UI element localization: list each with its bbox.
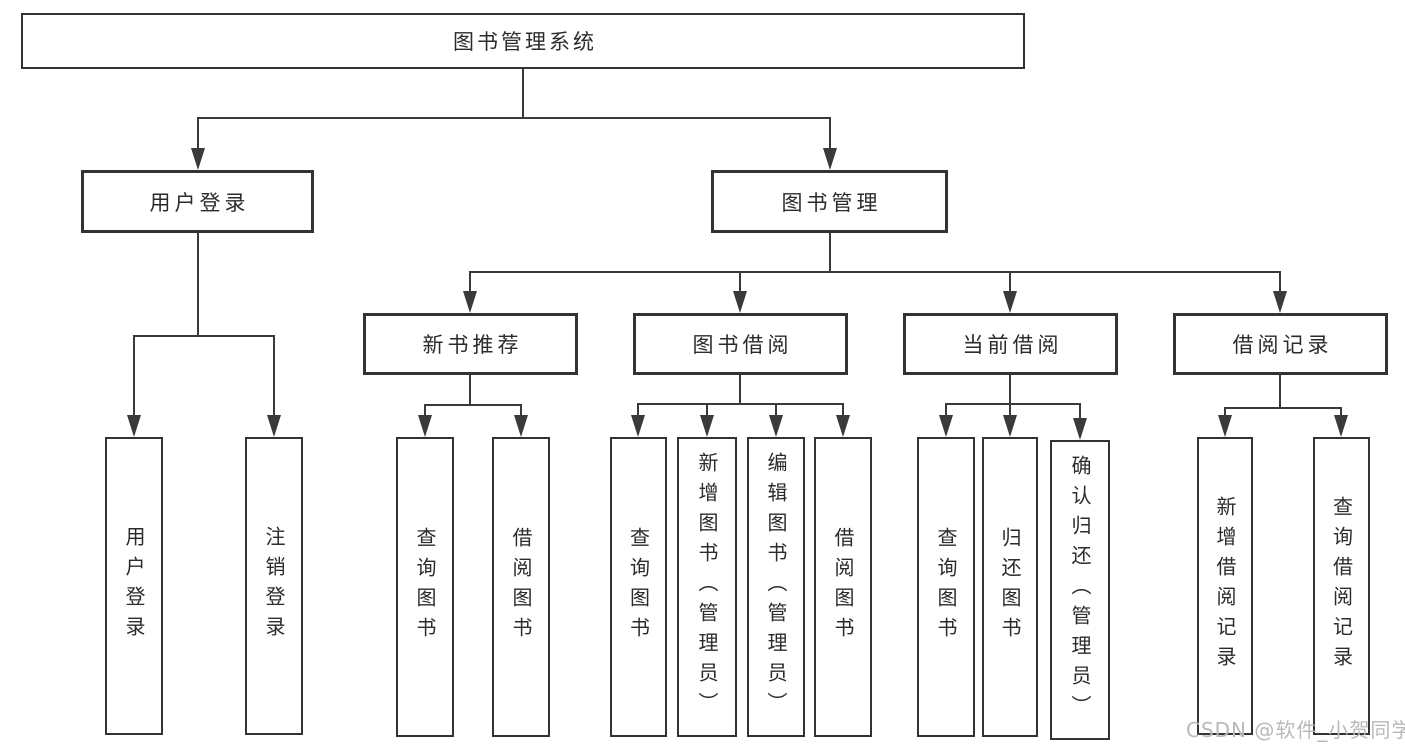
node-book-borrow: 图书借阅 [633,313,848,375]
leaf-borrow-books-recommend-label: 借阅图书 [509,527,533,647]
connector-new-book-recommend-children [418,375,528,437]
node-borrow-records: 借阅记录 [1173,313,1388,375]
leaf-edit-book-admin-label: 编辑图书（管理员） [764,452,788,722]
leaf-query-books-borrow-label: 查询图书 [626,527,651,647]
node-new-book-recommend: 新书推荐 [363,313,578,375]
node-user-login-label: 用户登录 [149,190,250,215]
leaf-confirm-return-admin-label: 确认归还（管理员） [1068,455,1092,725]
node-root-label: 图书管理系统 [453,30,597,54]
leaf-return-book: 归还图书 [982,437,1038,737]
connector-book-borrow-children [631,375,850,437]
leaf-query-books-recommend-label: 查询图书 [413,527,437,647]
leaf-query-books-current: 查询图书 [917,437,975,737]
connector-borrow-records-children [1218,375,1348,437]
leaf-query-books-borrow: 查询图书 [610,437,667,737]
connector-current-borrow-children [939,375,1087,440]
leaf-add-borrow-record: 新增借阅记录 [1197,437,1253,735]
leaf-query-borrow-record: 查询借阅记录 [1313,437,1370,735]
leaf-borrow-books-recommend: 借阅图书 [492,437,550,737]
node-current-borrow-label: 当前借阅 [962,333,1063,357]
connector-root-to-level2 [191,69,837,170]
leaf-add-book-admin: 新增图书（管理员） [677,437,737,737]
node-user-login: 用户登录 [81,170,314,233]
leaf-user-login-label: 用户登录 [122,526,146,646]
leaf-borrow-books-label: 借阅图书 [831,527,855,647]
node-root: 图书管理系统 [21,13,1025,69]
node-current-borrow: 当前借阅 [903,313,1118,375]
leaf-return-book-label: 归还图书 [998,527,1022,647]
leaf-add-book-admin-label: 新增图书（管理员） [695,452,719,722]
leaf-logout: 注销登录 [245,437,303,735]
leaf-logout-label: 注销登录 [262,526,286,646]
connector-user-login-children [127,233,281,437]
node-book-borrow-label: 图书借阅 [692,333,793,357]
connector-book-management-children [463,233,1287,313]
node-new-book-recommend-label: 新书推荐 [422,333,523,357]
leaf-edit-book-admin: 编辑图书（管理员） [747,437,805,737]
csdn-watermark: CSDN @软件_小贺同学 [1186,718,1405,742]
leaf-user-login: 用户登录 [105,437,163,735]
node-book-management: 图书管理 [711,170,948,233]
leaf-confirm-return-admin: 确认归还（管理员） [1050,440,1110,740]
leaf-query-borrow-record-label: 查询借阅记录 [1329,496,1354,676]
leaf-borrow-books: 借阅图书 [814,437,872,737]
leaf-add-borrow-record-label: 新增借阅记录 [1213,496,1237,676]
leaf-query-books-current-label: 查询图书 [934,527,958,647]
leaf-query-books-recommend: 查询图书 [396,437,454,737]
node-book-management-label: 图书管理 [781,190,882,215]
node-borrow-records-label: 借阅记录 [1232,333,1333,357]
